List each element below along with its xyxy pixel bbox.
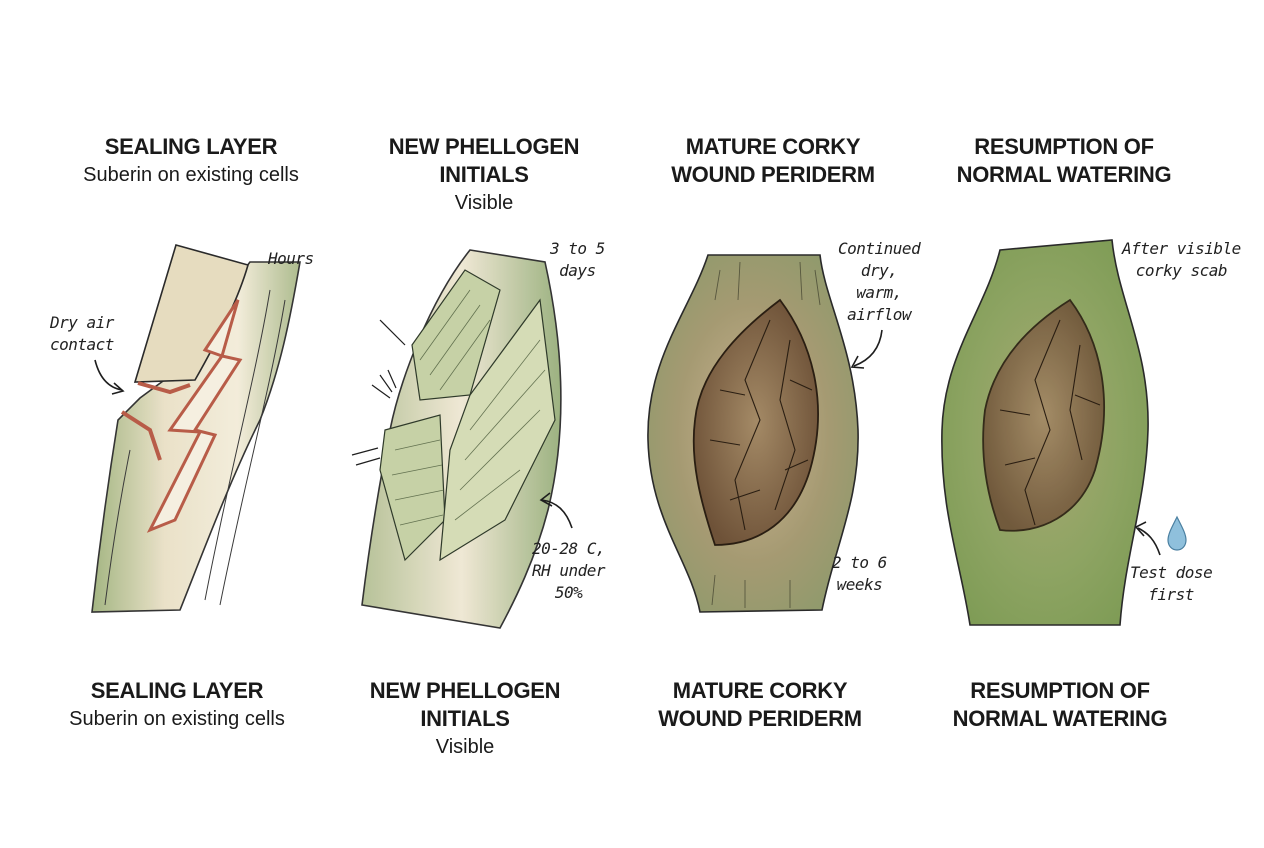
stage-1-bottom-heading: SEALING LAYER Suberin on existing cells bbox=[27, 677, 327, 733]
stage-3-bottom-title-line2: WOUND PERIDERM bbox=[658, 706, 862, 731]
stage-3-top-title-line1: MATURE CORKY bbox=[685, 134, 861, 159]
stage-2-bottom-heading: NEW PHELLOGEN INITIALS Visible bbox=[315, 677, 615, 761]
stage-2-bottom-title-line2: INITIALS bbox=[420, 706, 510, 731]
stage-1-bottom-title: SEALING LAYER bbox=[90, 678, 264, 703]
stage-4-top-title-line2: NORMAL WATERING bbox=[956, 162, 1172, 187]
stage-4-stem-illustration bbox=[941, 239, 1187, 626]
stage-4-tip-note: Test dose first bbox=[1130, 563, 1213, 604]
stage-3-conditions-note: Continued dry, warm, airflow bbox=[838, 239, 921, 324]
stage-2-top-title-line2: INITIALS bbox=[439, 162, 529, 187]
stage-4-bottom-heading: RESUMPTION OF NORMAL WATERING bbox=[910, 677, 1210, 733]
stage-3-bottom-heading: MATURE CORKY WOUND PERIDERM bbox=[610, 677, 910, 733]
stage-2-top-title-line1: NEW PHELLOGEN bbox=[388, 134, 580, 159]
water-drop-icon bbox=[1167, 515, 1187, 551]
stage-4-top-heading: RESUMPTION OF NORMAL WATERING bbox=[914, 133, 1214, 189]
stage-4-bottom-title-line1: RESUMPTION OF bbox=[970, 678, 1150, 703]
stage-2-top-subtitle: Visible bbox=[454, 192, 514, 214]
stage-1-cause-note: Dry air contact bbox=[50, 313, 114, 354]
stage-3-bottom-title-line1: MATURE CORKY bbox=[672, 678, 848, 703]
stage-2-top-heading: NEW PHELLOGEN INITIALS Visible bbox=[334, 133, 634, 217]
stage-3-top-title-line2: WOUND PERIDERM bbox=[671, 162, 875, 187]
stage-2-time-note: 3 to 5 days bbox=[550, 239, 605, 280]
stage-2-stem-illustration bbox=[351, 249, 573, 629]
stage-2-bottom-title-line1: NEW PHELLOGEN bbox=[369, 678, 561, 703]
stage-4-conditions-note: After visible corky scab bbox=[1122, 239, 1241, 280]
stage-1-time-note: Hours bbox=[268, 249, 314, 268]
stage-1-top-title: SEALING LAYER bbox=[104, 134, 278, 159]
stage-4-top-title-line1: RESUMPTION OF bbox=[974, 134, 1154, 159]
stage-1-top-subtitle: Suberin on existing cells bbox=[83, 164, 299, 186]
stage-4-bottom-title-line2: NORMAL WATERING bbox=[952, 706, 1168, 731]
stage-1-bottom-subtitle: Suberin on existing cells bbox=[69, 708, 285, 730]
stage-3-stem-illustration bbox=[647, 254, 883, 613]
stage-1-top-heading: SEALING LAYER Suberin on existing cells bbox=[41, 133, 341, 189]
stage-2-bottom-subtitle: Visible bbox=[435, 736, 495, 758]
stage-3-top-heading: MATURE CORKY WOUND PERIDERM bbox=[623, 133, 923, 189]
stage-3-time-note: 2 to 6 weeks bbox=[832, 553, 887, 594]
stage-1-stem-illustration bbox=[91, 244, 301, 613]
stage-2-conditions-note: 20-28 C, RH under 50% bbox=[532, 539, 606, 602]
